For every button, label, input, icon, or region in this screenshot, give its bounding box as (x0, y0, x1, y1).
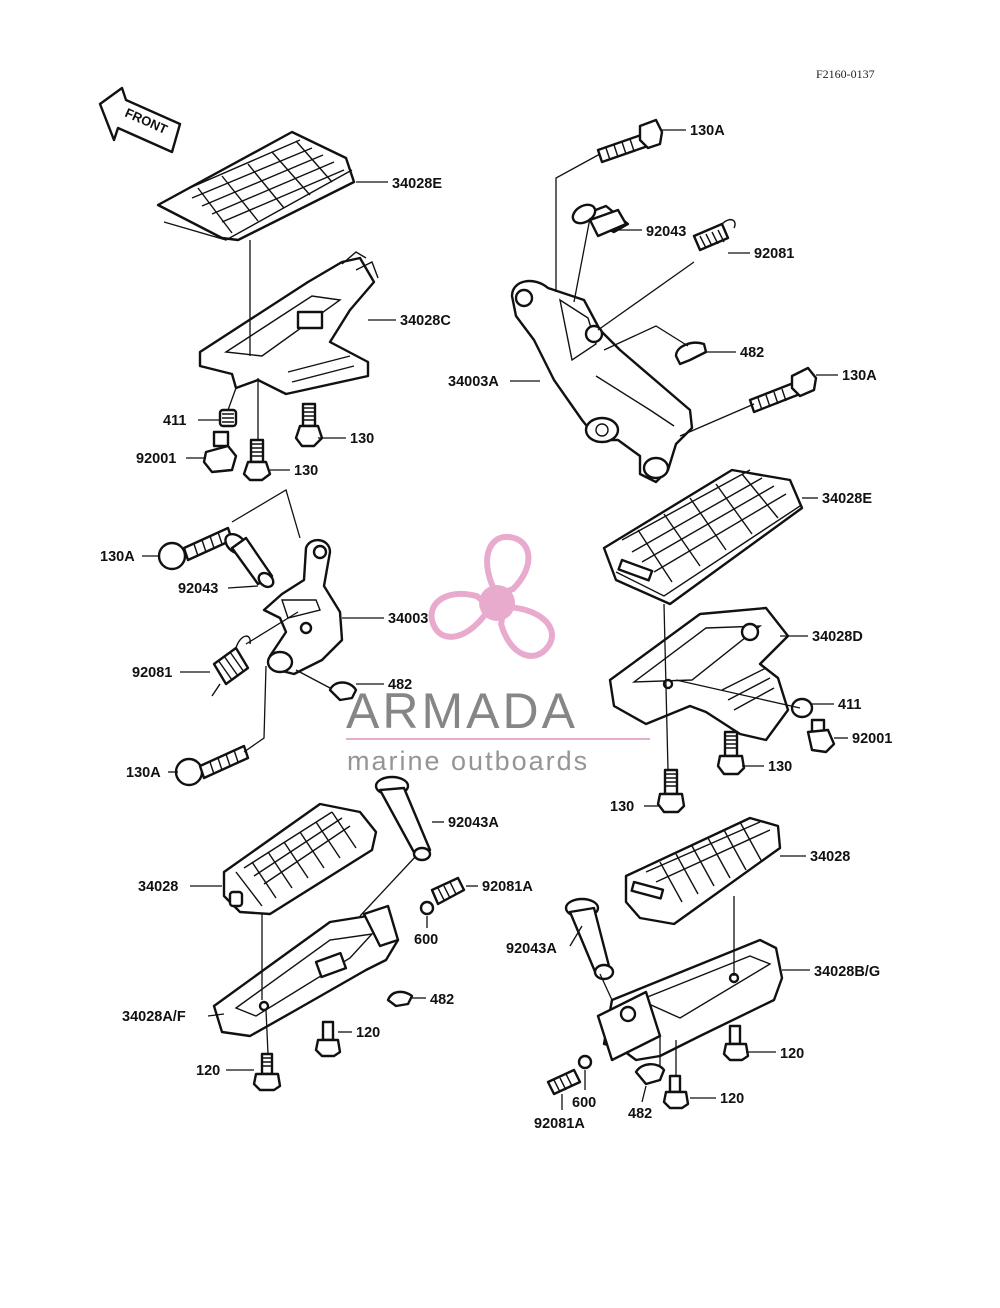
ball-600-left (419, 900, 435, 916)
part-label: 600 (572, 1095, 596, 1111)
watermark-tagline: marine outboards (347, 746, 589, 776)
return-spring-92081-mid (211, 635, 251, 697)
front-arrow-icon: FRONT (98, 86, 182, 154)
part-label: 482 (430, 992, 454, 1008)
bolt-130-c (716, 730, 746, 776)
e-clip-482-top (674, 341, 708, 366)
return-spring-92081a-right (546, 1068, 582, 1096)
part-label: 600 (414, 932, 438, 948)
bolt-130-a (294, 402, 324, 448)
part-label: 92081 (754, 246, 794, 262)
part-label: 130A (126, 765, 161, 781)
part-label: 34028B/G (814, 964, 880, 980)
detent-spring-411-left (218, 408, 238, 428)
bolt-130a-mid-lower (174, 744, 250, 787)
part-label: 130 (768, 759, 792, 775)
pivot-pin-92043a-left (374, 775, 432, 862)
e-clip-482-right (634, 1063, 666, 1086)
part-label: 34028E (392, 176, 442, 192)
part-label: 34028 (138, 879, 178, 895)
part-label: 120 (196, 1063, 220, 1079)
bolt-130-b (242, 438, 272, 482)
detent-knob-92001-left (202, 430, 238, 474)
bolt-130a-top (596, 118, 664, 164)
part-label: 92043A (506, 941, 557, 957)
footpeg-rubber-34028e-right (602, 468, 804, 606)
callout-labels: 130A 92043 92081 482 34003A 130A 34028E … (100, 123, 892, 1132)
part-label: 92081 (132, 665, 172, 681)
return-spring-92081-top (692, 218, 736, 252)
bolt-130-d (656, 768, 686, 814)
part-label: 34028C (400, 313, 451, 329)
part-label: 92043 (178, 581, 218, 597)
propeller-icon (428, 533, 555, 659)
part-label: 34028A/F (122, 1009, 186, 1025)
part-label: 130A (842, 368, 877, 384)
watermark-name: ARMADA (346, 683, 578, 739)
part-label: 34003A (448, 374, 499, 390)
footpeg-bracket-34028d (608, 606, 790, 742)
part-label: 130A (100, 549, 135, 565)
e-clip-482-left (386, 990, 414, 1008)
rear-peg-arm-34003a (510, 279, 694, 484)
part-label: 34028 (810, 849, 850, 865)
footpeg-rubber-34028e-left (156, 130, 356, 242)
bolt-120-a (314, 1020, 342, 1058)
bolt-120-b (252, 1052, 282, 1092)
detent-knob-92001-right (806, 718, 836, 754)
pivot-pin-92043-top (571, 203, 630, 238)
footpeg-bracket-34028c (198, 251, 379, 396)
footpeg-bracket-34028af (212, 904, 400, 1038)
part-label: 92001 (136, 451, 176, 467)
part-label: 120 (720, 1091, 744, 1107)
bolt-130a-mid-upper (157, 526, 234, 571)
pivot-pin-92043-mid (224, 532, 275, 589)
ball-600-right (577, 1054, 593, 1070)
part-label: 482 (740, 345, 764, 361)
part-label: 120 (780, 1046, 804, 1062)
footpeg-rubber-34028-left (222, 802, 378, 916)
part-label: 34028D (812, 629, 863, 645)
bolt-120-d (662, 1074, 690, 1110)
rider-peg-arm-34003 (262, 539, 344, 676)
armada-logo: ARMADA marine outboards (346, 533, 650, 776)
part-label: 92081A (482, 879, 533, 895)
part-label: 92001 (852, 731, 892, 747)
leader-lines (142, 129, 848, 1110)
footpeg-rubber-34028-right (624, 816, 782, 926)
part-label: 130A (690, 123, 725, 139)
part-label: 130 (610, 799, 634, 815)
footpeg-bracket-34028bg (596, 938, 784, 1062)
e-clip-482-mid (328, 681, 358, 702)
part-label: 92043A (448, 815, 499, 831)
part-label: 34003 (388, 611, 428, 627)
part-label: 130 (294, 463, 318, 479)
part-label: 120 (356, 1025, 380, 1041)
detent-spring-411-right (790, 697, 814, 719)
part-label: 130 (350, 431, 374, 447)
part-label: 482 (628, 1106, 652, 1122)
return-spring-92081a-left (430, 876, 466, 906)
part-label: 92043 (646, 224, 686, 240)
diagram-code: F2160-0137 (816, 67, 875, 81)
bolt-130a-right (748, 366, 818, 414)
part-label: 482 (388, 677, 412, 693)
pivot-pin-92043a-right (564, 897, 615, 981)
part-label: 411 (163, 413, 186, 429)
part-label: 34028E (822, 491, 872, 507)
part-label: 411 (838, 697, 861, 713)
bolt-120-c (722, 1024, 750, 1062)
part-label: 92081A (534, 1116, 585, 1132)
